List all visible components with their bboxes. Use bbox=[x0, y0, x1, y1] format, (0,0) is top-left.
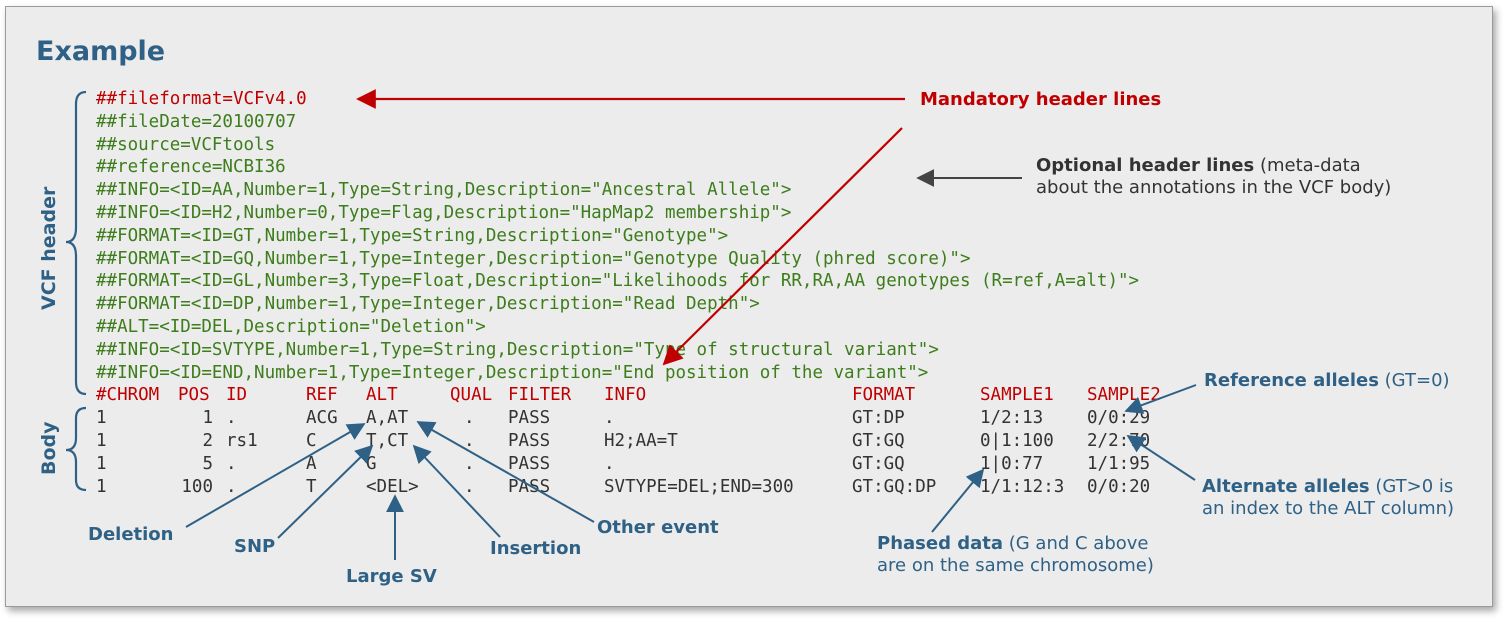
deletion-label: Deletion bbox=[88, 524, 174, 545]
meta-line: ##fileDate=20100707 bbox=[96, 111, 297, 132]
column-header: INFO bbox=[604, 385, 647, 406]
table-cell: 5 bbox=[202, 453, 213, 474]
table-cell: . bbox=[464, 408, 475, 429]
table-cell: . bbox=[464, 431, 475, 451]
snp-arrow bbox=[277, 444, 374, 539]
table-cell: 1/1:12:3 bbox=[980, 476, 1065, 497]
table-cell: . bbox=[226, 408, 237, 429]
optional-label-rest: (meta-data bbox=[1254, 155, 1361, 176]
column-header: QUAL bbox=[450, 385, 493, 406]
table-cell: . bbox=[464, 476, 475, 497]
table-cell: T bbox=[306, 476, 317, 497]
alternate-label-bold: Alternate alleles bbox=[1202, 476, 1370, 497]
table-cell: . bbox=[226, 453, 237, 474]
table-cell: 1/1:95 bbox=[1087, 453, 1151, 474]
table-cell: 1/2:13 bbox=[980, 408, 1044, 429]
body-brace bbox=[65, 406, 87, 492]
reference-label-rest: (GT=0) bbox=[1378, 370, 1450, 391]
example-panel bbox=[5, 6, 1493, 607]
other-event-label: Other event bbox=[597, 517, 719, 538]
table-cell: rs1 bbox=[226, 431, 258, 451]
table-cell: PASS bbox=[508, 408, 551, 429]
table-cell: PASS bbox=[508, 453, 551, 474]
table-cell: 0|1:100 bbox=[980, 431, 1054, 451]
meta-line: ##INFO=<ID=H2,Number=0,Type=Flag,Descrip… bbox=[96, 203, 792, 223]
alternate-arrow bbox=[1126, 435, 1196, 481]
vcf-header-brace bbox=[65, 90, 87, 396]
insertion-label: Insertion bbox=[490, 538, 582, 559]
alternate-label-rest2: an index to the ALT column) bbox=[1202, 498, 1455, 519]
table-cell: . bbox=[604, 408, 615, 429]
meta-line: ##FORMAT=<ID=GT,Number=1,Type=String,Des… bbox=[96, 225, 729, 246]
table-cell: . bbox=[226, 476, 237, 497]
table-cell: GT:GQ bbox=[852, 431, 905, 451]
other-event-arrow bbox=[416, 421, 595, 523]
column-header: FILTER bbox=[508, 385, 572, 406]
table-cell: A bbox=[306, 453, 317, 474]
optional-label-rest2: about the annotations in the VCF body) bbox=[1036, 177, 1392, 198]
reference-label-bold: Reference alleles bbox=[1204, 370, 1379, 391]
alternate-label-rest: (GT>0 is bbox=[1369, 476, 1454, 497]
meta-line: ##INFO=<ID=END,Number=1,Type=Integer,Des… bbox=[96, 362, 929, 383]
reference-arrow bbox=[1124, 384, 1197, 414]
table-cell: ACG bbox=[306, 408, 338, 429]
meta-line: ##source=VCFtools bbox=[96, 134, 276, 155]
table-cell: H2;AA=T bbox=[604, 431, 678, 451]
table-cell: G bbox=[366, 453, 377, 474]
table-cell: C bbox=[306, 431, 317, 451]
table-cell: 1 bbox=[96, 453, 107, 474]
table-cell: <DEL> bbox=[366, 476, 419, 497]
table-cell: GT:GQ:DP bbox=[852, 476, 937, 497]
table-cell: GT:GQ bbox=[852, 453, 905, 474]
phased-label-rest2: are on the same chromosome) bbox=[877, 555, 1154, 576]
table-cell: A,AT bbox=[366, 408, 409, 429]
table-cell: . bbox=[464, 453, 475, 474]
column-header: #CHROM bbox=[96, 385, 160, 406]
table-cell: 1 bbox=[96, 476, 107, 497]
table-cell: 100 bbox=[181, 476, 213, 497]
column-header: POS bbox=[178, 385, 210, 406]
table-cell: SVTYPE=DEL;END=300 bbox=[604, 476, 794, 497]
insertion-arrow bbox=[412, 444, 501, 538]
meta-line: ##FORMAT=<ID=GL,Number=3,Type=Float,Desc… bbox=[96, 271, 1140, 292]
table-cell: . bbox=[604, 453, 615, 474]
phased-label-bold: Phased data bbox=[877, 533, 1004, 554]
table-cell: 0/0:20 bbox=[1087, 476, 1151, 497]
column-header: REF bbox=[306, 385, 338, 406]
large-sv-label: Large SV bbox=[346, 566, 437, 587]
table-cell: T,CT bbox=[366, 431, 409, 451]
page-title: Example bbox=[36, 36, 166, 67]
snp-label: SNP bbox=[234, 536, 276, 557]
column-header: ALT bbox=[366, 385, 398, 406]
meta-line: ##INFO=<ID=AA,Number=1,Type=String,Descr… bbox=[96, 180, 792, 201]
fileformat-line: ##fileformat=VCFv4.0 bbox=[96, 89, 307, 109]
meta-line: ##ALT=<ID=DEL,Description="Deletion"> bbox=[96, 317, 486, 337]
meta-line: ##INFO=<ID=SVTYPE,Number=1,Type=String,D… bbox=[96, 339, 939, 360]
optional-label-bold: Optional header lines bbox=[1036, 155, 1255, 176]
column-header: ID bbox=[226, 385, 248, 406]
mandatory-arrow-chrom bbox=[662, 127, 903, 366]
table-cell: 1 bbox=[96, 408, 107, 429]
table-cell: PASS bbox=[508, 431, 551, 451]
column-header: FORMAT bbox=[852, 385, 916, 406]
meta-line: ##reference=NCBI36 bbox=[96, 157, 286, 178]
table-cell: 1 bbox=[202, 408, 213, 429]
column-header: SAMPLE1 bbox=[980, 385, 1054, 406]
table-cell: 1 bbox=[96, 431, 107, 451]
meta-line: ##FORMAT=<ID=GQ,Number=1,Type=Integer,De… bbox=[96, 248, 971, 269]
phased-label-rest: (G and C above bbox=[1003, 533, 1149, 554]
table-cell: 1|0:77 bbox=[980, 453, 1044, 474]
table-cell: GT:DP bbox=[852, 408, 905, 429]
table-cell: 2 bbox=[202, 431, 213, 451]
phased-arrow bbox=[931, 468, 985, 533]
deletion-arrow bbox=[185, 423, 366, 528]
mandatory-label: Mandatory header lines bbox=[920, 89, 1162, 110]
reference-label: Reference alleles (GT=0) bbox=[1204, 370, 1450, 392]
